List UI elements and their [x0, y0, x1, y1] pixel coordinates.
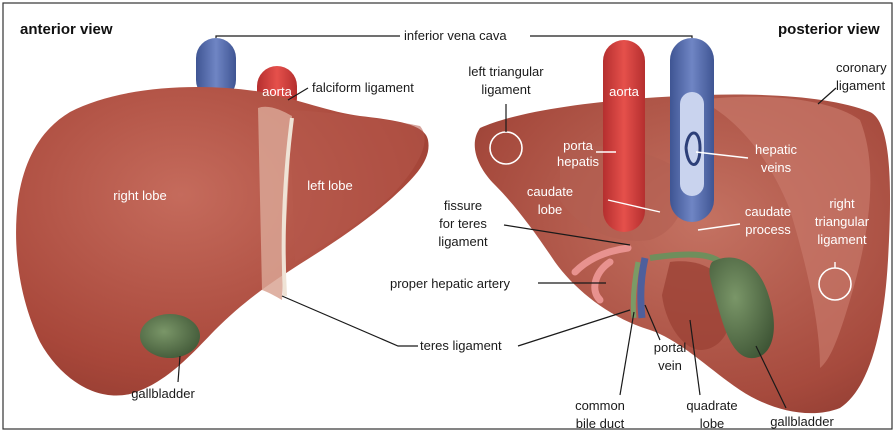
gallbladder-anterior-label: gallbladder [131, 386, 195, 401]
portal-vein-label-2: vein [658, 358, 682, 373]
ivc-label: inferior vena cava [404, 28, 507, 43]
coronary-label-1: coronary [836, 60, 887, 75]
fissure-label-3: ligament [438, 234, 488, 249]
aorta-anterior-label: aorta [262, 84, 292, 99]
left-lobe-label: left lobe [307, 178, 353, 193]
quadrate-lobe-label-2: lobe [700, 416, 725, 431]
coronary-label-2: ligament [836, 78, 886, 93]
caudate-process-label-1: caudate [745, 204, 791, 219]
falciform-ligament-label: falciform ligament [312, 80, 414, 95]
porta-hepatis-label-1: porta [563, 138, 593, 153]
common-bile-duct-label-1: common [575, 398, 625, 413]
right-lobe-label: right lobe [113, 188, 166, 203]
right-triangular-label-2: triangular [815, 214, 870, 229]
right-triangular-label-3: ligament [817, 232, 867, 247]
aorta-posterior-label: aorta [609, 84, 639, 99]
teres-ligament-label: teres ligament [420, 338, 502, 353]
anterior-view-header: anterior view [20, 21, 113, 38]
right-triangular-label-1: right [829, 196, 855, 211]
left-triangular-label-2: ligament [481, 82, 531, 97]
hepatic-veins-label-2: veins [761, 160, 792, 175]
caudate-process-label-2: process [745, 222, 791, 237]
left-triangular-label-1: left triangular [468, 64, 544, 79]
posterior-view-header: posterior view [778, 21, 880, 38]
caudate-lobe-label-2: lobe [538, 202, 563, 217]
portal-vein-label-1: portal [654, 340, 687, 355]
caudate-lobe-label-1: caudate [527, 184, 573, 199]
fissure-label-2: for teres [439, 216, 487, 231]
quadrate-lobe-label-1: quadrate [686, 398, 737, 413]
portal-vein-vessel [641, 258, 645, 318]
porta-hepatis-label-2: hepatis [557, 154, 599, 169]
common-bile-duct-label-2: bile duct [576, 416, 625, 431]
gallbladder-posterior-label: gallbladder [770, 414, 834, 429]
fissure-label-1: fissure [444, 198, 482, 213]
hepatic-veins-label-1: hepatic [755, 142, 797, 157]
gallbladder-anterior [140, 314, 200, 358]
proper-hepatic-artery-label: proper hepatic artery [390, 276, 510, 291]
